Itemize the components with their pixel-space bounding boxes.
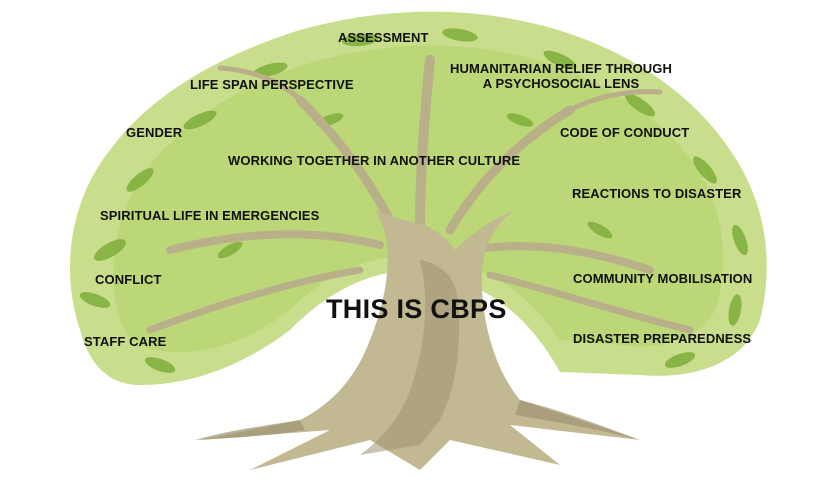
topic-humanitarian-line2: A PSYCHOSOCIAL LENS bbox=[482, 76, 640, 91]
topic-life-span-perspective: LIFE SPAN PERSPECTIVE bbox=[190, 77, 354, 92]
topic-staff-care: STAFF CARE bbox=[84, 334, 167, 349]
topic-humanitarian-relief: HUMANITARIAN RELIEF THROUGH A PSYCHOSOCI… bbox=[436, 61, 686, 91]
topic-working-together: WORKING TOGETHER IN ANOTHER CULTURE bbox=[228, 153, 521, 168]
trunk-shadow bbox=[360, 260, 460, 455]
topic-gender: GENDER bbox=[126, 125, 183, 140]
topic-spiritual-life: SPIRITUAL LIFE IN EMERGENCIES bbox=[100, 208, 320, 223]
trunk-root-right bbox=[515, 400, 640, 440]
tree-branches bbox=[146, 55, 694, 334]
topic-reactions-to-disaster: REACTIONS TO DISASTER bbox=[572, 186, 742, 201]
topic-disaster-preparedness: DISASTER PREPAREDNESS bbox=[573, 331, 752, 346]
topic-conflict: CONFLICT bbox=[95, 272, 162, 287]
tree-trunk bbox=[195, 210, 640, 470]
topic-code-of-conduct: CODE OF CONDUCT bbox=[560, 125, 690, 140]
topic-community-mobilisation: COMMUNITY MOBILISATION bbox=[573, 271, 753, 286]
leaf-clusters bbox=[79, 28, 748, 373]
topic-humanitarian-line1: HUMANITARIAN RELIEF THROUGH bbox=[450, 61, 672, 76]
center-title: THIS IS CBPS bbox=[326, 294, 507, 324]
topic-assessment: ASSESSMENT bbox=[338, 30, 429, 45]
trunk-root-left bbox=[195, 420, 305, 440]
